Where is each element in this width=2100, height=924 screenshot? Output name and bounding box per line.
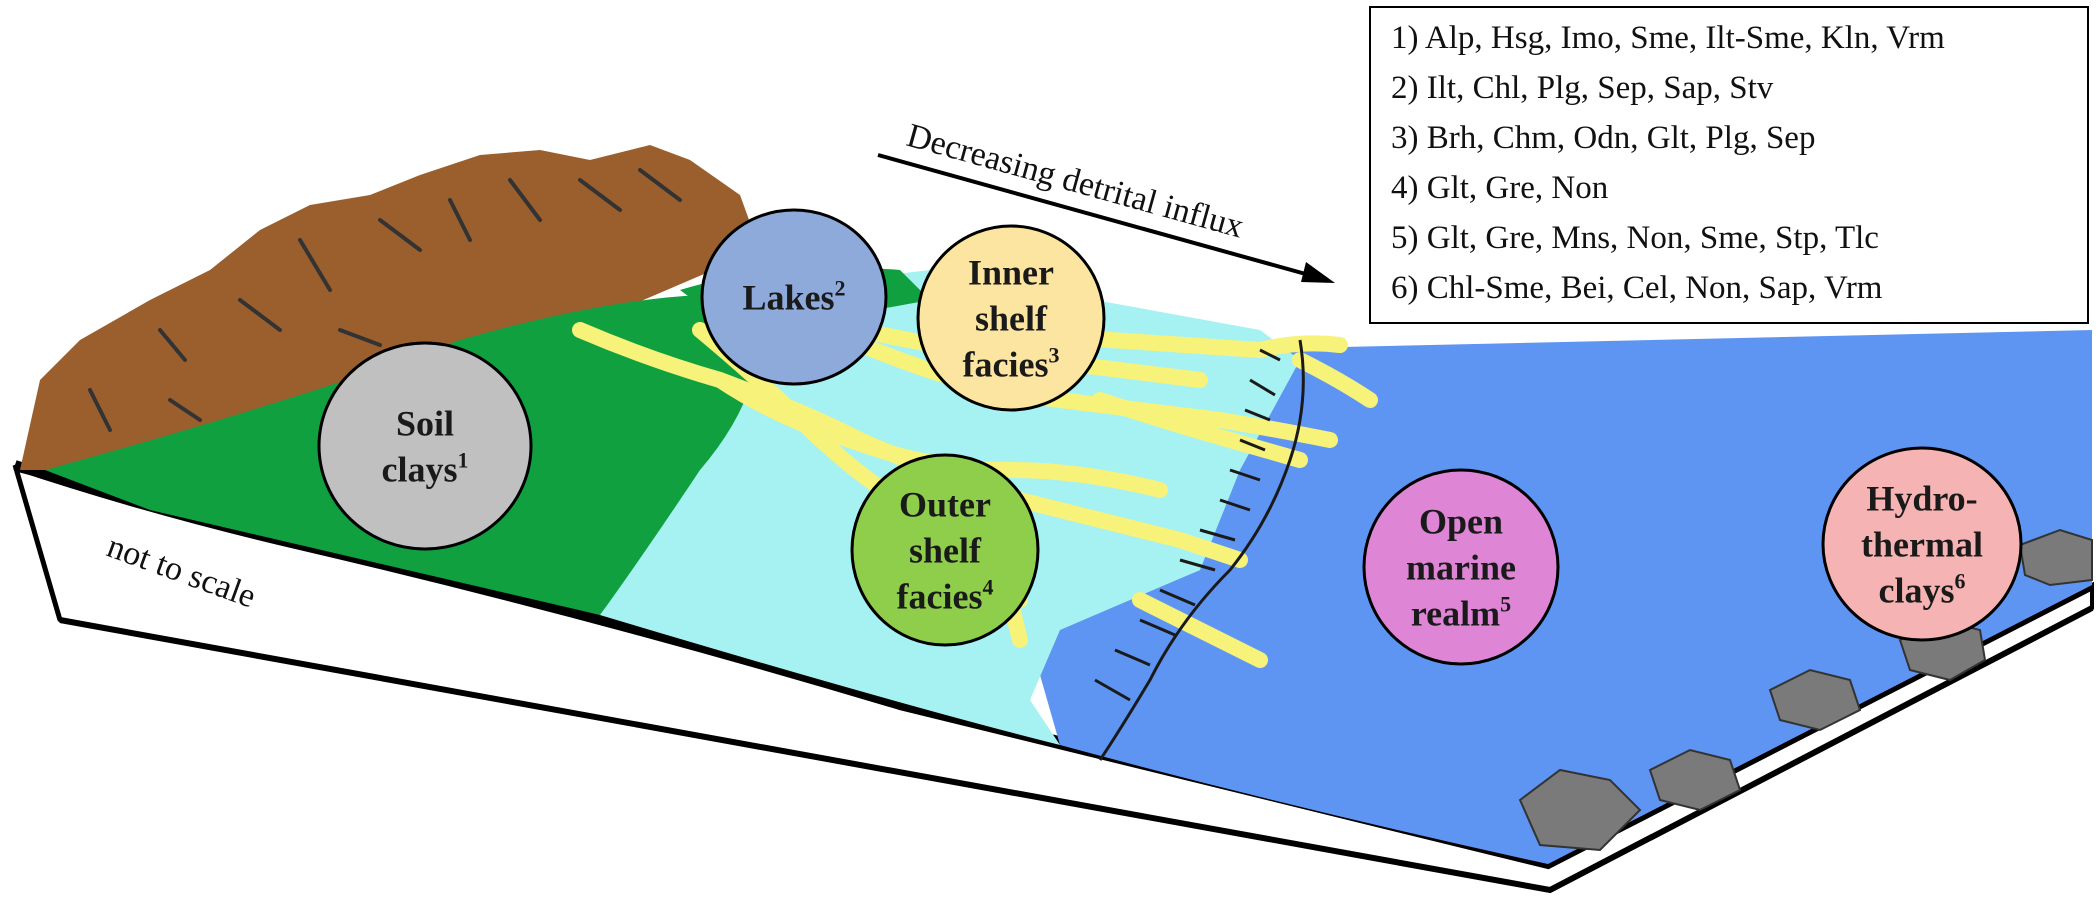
- node-outer-label: Outer: [899, 485, 991, 525]
- node-inner-label: shelf: [975, 299, 1048, 339]
- block-edge-bottom: [59, 605, 2094, 894]
- node-open-label: realm5: [1411, 592, 1511, 634]
- node-open-label: marine: [1406, 548, 1516, 588]
- arrow-label: Decreasing detrital influx: [903, 117, 1248, 245]
- node-lakes-label: Lakes2: [742, 276, 845, 318]
- node-lakes-circle: [700, 208, 888, 386]
- node-hydro-label: thermal: [1861, 525, 1983, 565]
- node-outer-label: shelf: [909, 531, 982, 571]
- legend-entry-5: 5) Glt, Gre, Mns, Non, Sme, Stp, Tlc: [1391, 220, 1879, 256]
- node-open-superscript: 5: [1500, 592, 1511, 617]
- shelf-break: [1094, 339, 1305, 761]
- legend-entry-6: 6) Chl-Sme, Bei, Cel, Non, Sap, Vrm: [1391, 270, 1883, 306]
- node-inner-label: Inner: [968, 253, 1054, 293]
- node-soil-label: clays1: [382, 448, 469, 490]
- mountain-ridges: [88, 168, 682, 432]
- mountain-range: [20, 145, 760, 470]
- legend-entry-1: 1) Alp, Hsg, Imo, Sme, Ilt-Sme, Kln, Vrm: [1391, 20, 1945, 56]
- node-soil-label: Soil: [396, 404, 454, 444]
- node-hydro-label: Hydro-: [1866, 479, 1977, 519]
- legend-entry-3: 3) Brh, Chm, Odn, Glt, Plg, Sep: [1391, 120, 1816, 156]
- node-outer-label: facies4: [897, 575, 994, 617]
- node-inner-circle: [916, 224, 1106, 412]
- legend-entry-4: 4) Glt, Gre, Non: [1391, 170, 1609, 206]
- node-inner-label: facies3: [963, 343, 1060, 385]
- node-soil-circle: [317, 341, 533, 551]
- node-hydro-label: clays6: [1879, 569, 1966, 611]
- legend-entry-2: 2) Ilt, Chl, Plg, Sep, Sap, Stv: [1391, 70, 1774, 106]
- legend-box: 1) Alp, Hsg, Imo, Sme, Ilt-Sme, Kln, Vrm…: [1369, 6, 2089, 324]
- node-open-label: Open: [1419, 502, 1503, 542]
- node-open-circle: [1362, 468, 1560, 666]
- node-inner-superscript: 3: [1048, 343, 1059, 368]
- node-lakes: Lakes2: [700, 208, 888, 386]
- node-outer-superscript: 4: [982, 575, 993, 600]
- node-outer-circle: [850, 453, 1040, 647]
- node-lakes-superscript: 2: [835, 276, 846, 301]
- node-hydro-superscript: 6: [1955, 569, 1966, 594]
- node-soil-superscript: 1: [458, 448, 469, 473]
- node-hydro-circle: [1821, 446, 2023, 642]
- block-edge-left: [12, 464, 63, 621]
- hydrothermal-vents: [1518, 528, 2093, 852]
